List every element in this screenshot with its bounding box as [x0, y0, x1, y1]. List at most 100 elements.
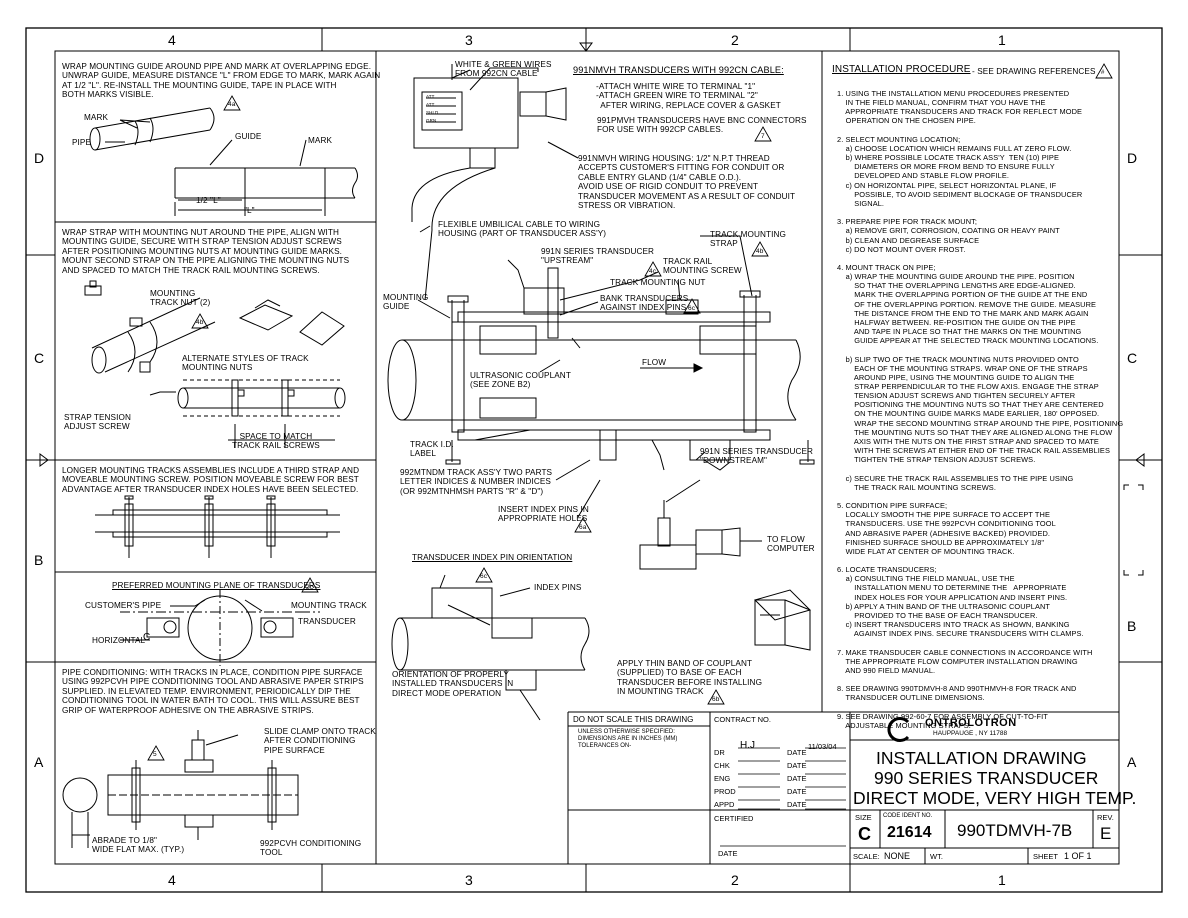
label-l: "L"	[244, 206, 255, 215]
zone-bottom-4: 4	[168, 872, 176, 888]
label-flow: FLOW	[642, 358, 667, 367]
prod-label: PROD	[714, 787, 736, 796]
procedure-subtitle: - SEE DRAWING REFERENCES	[972, 67, 1096, 76]
ref-4a: 4a	[228, 101, 236, 108]
label-to-flow-computer: TO FLOW COMPUTER	[767, 535, 815, 554]
main-assembly	[387, 64, 815, 721]
bnc-note: 991PMVH TRANSDUCERS HAVE BNC CONNECTORS …	[597, 116, 807, 135]
label-alternate-nuts: ALTERNATE STYLES OF TRACK MOUNTING NUTS	[182, 354, 309, 373]
zone-left-d: D	[34, 150, 45, 166]
eng-label: ENG	[714, 774, 731, 783]
label-rail-screw: TRACK RAIL MOUNTING SCREW	[663, 257, 742, 276]
zone-top-4: 4	[168, 32, 176, 48]
tolerance-note: UNLESS OTHERWISE SPECIFIED: DIMENSIONS A…	[578, 729, 678, 749]
size-value: C	[858, 824, 871, 844]
conditioning-sketch	[62, 730, 299, 848]
label-slide-clamp: SLIDE CLAMP ONTO TRACK AFTER CONDITIONIN…	[264, 727, 376, 755]
appd-label: APPD	[714, 800, 735, 809]
label-downstream: 991N SERIES TRANSDUCER "DOWNSTREAM"	[700, 447, 814, 466]
terminal-att-1: ATT	[426, 94, 435, 99]
ref-5: 5	[153, 751, 157, 758]
label-half-l: 1/2 "L"	[196, 196, 221, 205]
zone-top-3: 3	[465, 32, 473, 48]
dr-date: 11/03/04	[808, 742, 837, 751]
chk-label: CHK	[714, 761, 730, 770]
scale-value: NONE	[884, 851, 911, 861]
zone-bottom-2: 2	[731, 872, 739, 888]
zone-right-a: A	[1127, 754, 1137, 770]
label-bank-transducers: BANK TRANSDUCERS AGAINST INDEX PINS	[600, 294, 689, 313]
title-line-1: INSTALLATION DRAWING	[876, 748, 1087, 768]
do-not-scale: DO NOT SCALE THIS DRAWING	[573, 715, 694, 724]
apply-couplant-note: APPLY THIN BAND OF COUPLANT (SUPPLIED) T…	[617, 659, 763, 697]
prod-date-label: DATE	[787, 787, 807, 796]
appd-date-label: DATE	[787, 800, 807, 809]
label-track-assy: 992MTNDM TRACK ASS'Y TWO PARTS LETTER IN…	[400, 468, 553, 496]
ref-4c: 4c	[649, 268, 657, 275]
ref-4b-center: 4b	[756, 248, 764, 255]
label-conditioning-tool: 992PCVH CONDITIONING TOOL	[260, 839, 362, 858]
label-centerline: C	[143, 632, 151, 643]
rev-label: REV.	[1097, 813, 1114, 822]
scale-label: SCALE:	[853, 852, 880, 861]
label-pipe: PIPE	[72, 138, 92, 147]
label-abrade: ABRADE TO 1/8" WIDE FLAT MAX. (TYP.)	[92, 836, 185, 855]
zone-left-b: B	[34, 552, 44, 568]
zone-left-a: A	[34, 754, 44, 770]
label-guide: GUIDE	[235, 132, 262, 141]
ref-6c-center: 6c	[688, 305, 696, 312]
code-ident-value: 21614	[887, 824, 932, 841]
index-pin-title: TRANSDUCER INDEX PIN ORIENTATION	[412, 553, 573, 562]
pipe-guide-sketch	[89, 107, 358, 216]
procedure-body: 1. USING THE INSTALLATION MENU PROCEDURE…	[837, 89, 1124, 730]
label-track-nut: TRACK MOUNTING NUT	[610, 278, 706, 287]
ref-procedure: #	[1101, 70, 1105, 76]
zone-top-2: 2	[731, 32, 739, 48]
chk-date-label: DATE	[787, 761, 807, 770]
zone-left-c: C	[34, 350, 45, 366]
label-strap-tension: STRAP TENSION ADJUST SCREW	[64, 413, 131, 432]
cable-steps: -ATTACH WHITE WIRE TO TERMINAL "1" -ATTA…	[596, 82, 781, 110]
zone-bottom-3: 3	[465, 872, 473, 888]
certified-label: CERTIFIED	[714, 814, 754, 823]
label-couplant: ULTRASONIC COUPLANT (SEE ZONE B2)	[470, 371, 571, 390]
size-label: SIZE	[855, 813, 872, 822]
label-insert-pins: INSERT INDEX PINS IN APPROPRIATE HOLES	[498, 505, 589, 524]
label-mark-1: MARK	[84, 113, 109, 122]
ref-6b: 6b	[712, 696, 720, 703]
sheet-value: 1 OF 1	[1064, 851, 1092, 861]
terminal-att-2: ATT	[426, 102, 435, 107]
drawing-number: 990TDMVH-7B	[957, 821, 1073, 840]
ref-4b-left: 4b	[196, 319, 204, 326]
code-ident-label: CODE IDENT NO.	[883, 813, 933, 819]
orientation-note: ORIENTATION OF PROPERLY INSTALLED TRANSD…	[392, 670, 514, 698]
certified-date-label: DATE	[718, 849, 738, 858]
eng-date-label: DATE	[787, 774, 807, 783]
housing-note: 991NMVH WIRING HOUSING: 1/2" N.P.T THREA…	[578, 154, 796, 211]
label-track-id: TRACK I.D. LABEL	[410, 440, 454, 459]
wrap-strap-instructions: WRAP STRAP WITH MOUNTING NUT AROUND THE …	[62, 228, 350, 275]
terminal-shld: SHLD	[426, 110, 439, 115]
label-mounting-guide: MOUNTING GUIDE	[383, 293, 429, 312]
umbilical-note: FLEXIBLE UMBILICAL CABLE TO WIRING HOUSI…	[438, 220, 607, 239]
preferred-plane-title: PREFERRED MOUNTING PLANE OF TRANSDUCERS	[112, 581, 321, 590]
ref-7: 7	[761, 133, 765, 140]
conditioning-instructions: PIPE CONDITIONING: WITH TRACKS IN PLACE,…	[62, 668, 364, 715]
label-space-to-match: SPACE TO MATCH TRACK RAIL SCREWS	[232, 432, 320, 451]
dr-date-label: DATE	[787, 748, 807, 757]
weight-label: WT.	[930, 852, 943, 861]
label-track-strap: TRACK MOUNTING STRAP	[710, 230, 786, 249]
mounting-plane-sketch	[120, 590, 320, 666]
label-index-pins: INDEX PINS	[534, 583, 582, 592]
title-line-3: DIRECT MODE, VERY HIGH TEMP.	[853, 788, 1137, 808]
dr-name: H.J	[740, 740, 755, 751]
procedure-title: INSTALLATION PROCEDURE	[832, 64, 971, 75]
label-mark-2: MARK	[308, 136, 333, 145]
cable-title: 991NMVH TRANSDUCERS WITH 992CN CABLE:	[573, 65, 784, 75]
label-mounting-track-nut: MOUNTING TRACK NUT (2)	[150, 289, 211, 308]
zone-top-1: 1	[998, 32, 1006, 48]
label-transducer: TRANSDUCER	[298, 617, 356, 626]
label-customers-pipe: CUSTOMER'S PIPE	[85, 601, 162, 610]
